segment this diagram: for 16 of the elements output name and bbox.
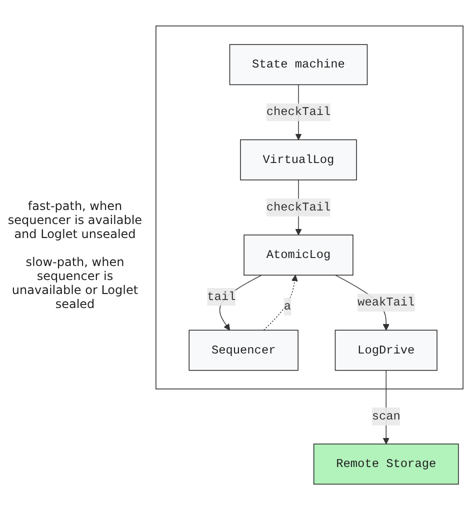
edge-label: checkTail bbox=[266, 200, 331, 214]
node-box: LogDrive bbox=[334, 330, 438, 371]
note-text: fast-path, when sequencer is available and Loglet unsealed bbox=[6, 199, 144, 241]
note-text: slow-path, when sequencer is unavailable or Loglet sealed bbox=[10, 255, 140, 311]
node-box: Sequencer bbox=[188, 330, 298, 371]
edge-label: tail bbox=[207, 290, 236, 304]
node-box: Remote Storage bbox=[313, 444, 459, 484]
node-box: VirtualLog bbox=[240, 139, 357, 180]
node-box: State machine bbox=[229, 44, 368, 86]
cluster bbox=[156, 26, 464, 390]
edge-label: scan bbox=[372, 410, 400, 424]
arrow bbox=[263, 274, 298, 330]
edge-label: a bbox=[284, 300, 291, 314]
node-box: AtomicLog bbox=[244, 234, 354, 276]
edge-label: checkTail bbox=[266, 105, 331, 119]
edge-label: weakTail bbox=[358, 296, 415, 310]
